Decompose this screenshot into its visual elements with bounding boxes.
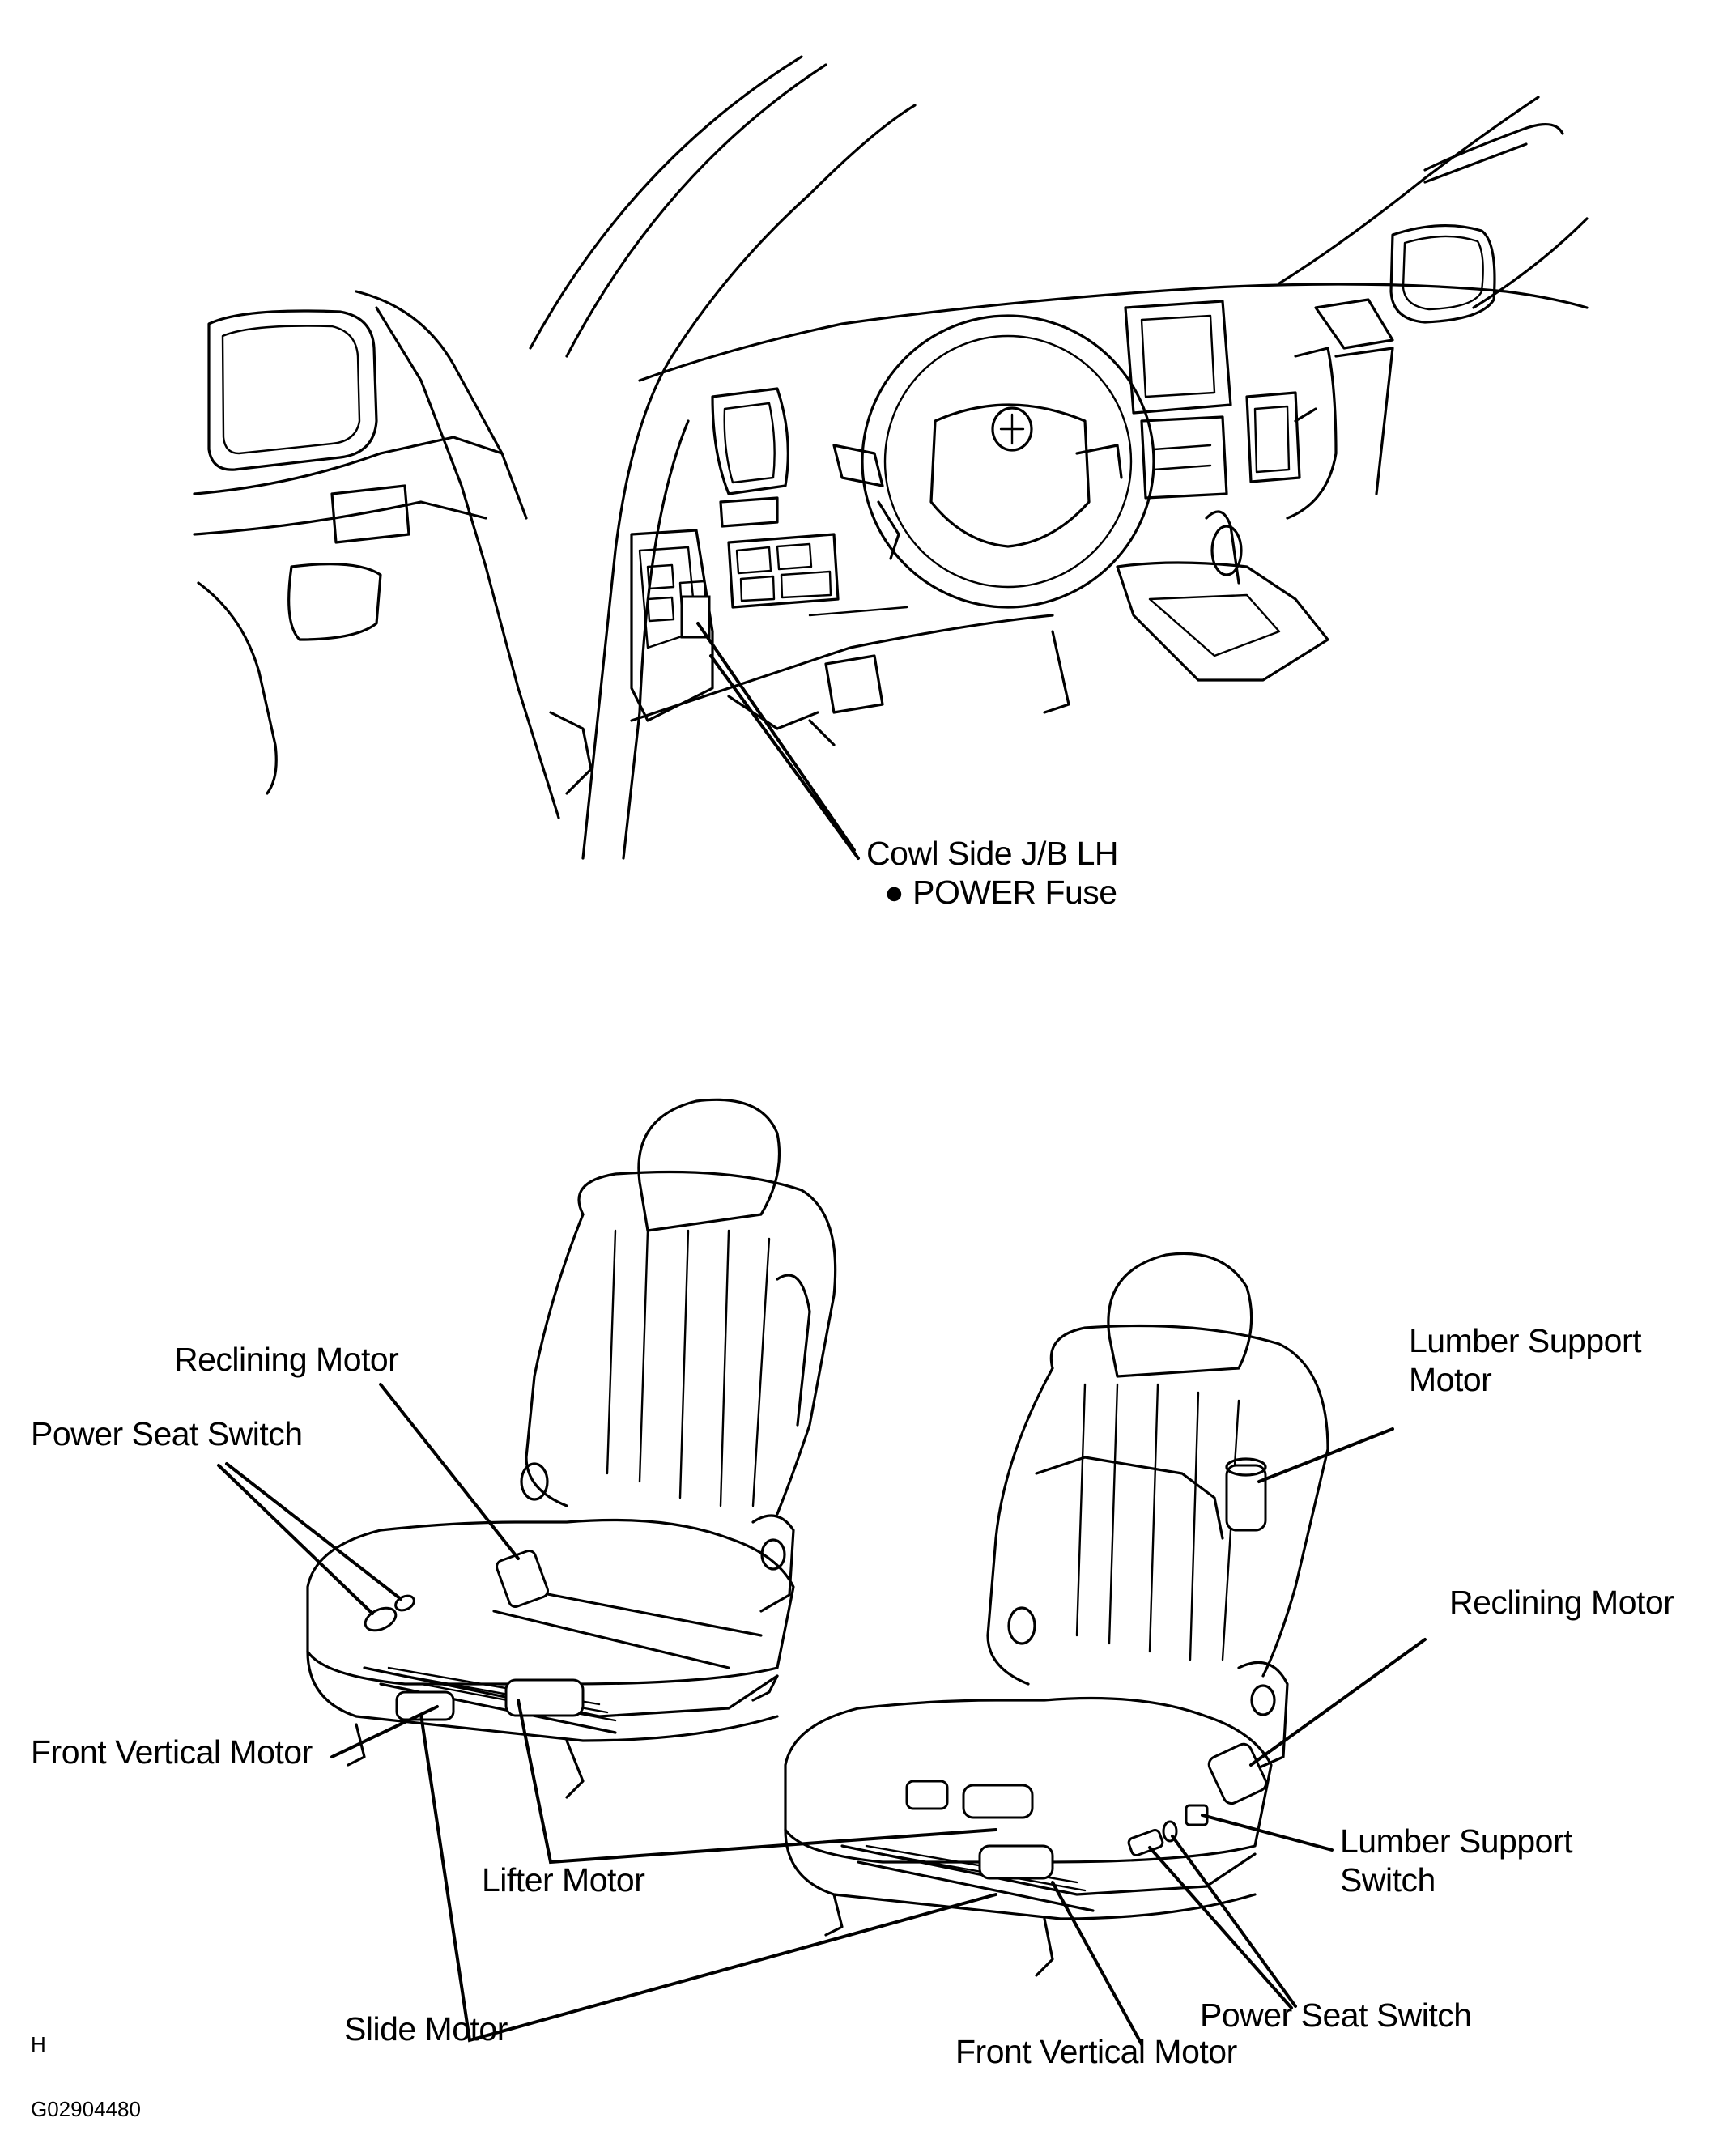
footer-letter: H [31, 2032, 46, 2056]
power-fuse-label: ● POWER Fuse [884, 874, 1117, 911]
lifter-motor-label: Lifter Motor [482, 1861, 645, 1899]
lumber-support-switch-label-line1: Lumber Support [1340, 1822, 1573, 1860]
lumber-support-motor-label-line1: Lumber Support [1409, 1322, 1642, 1359]
driver-power-seat-switch-label: Power Seat Switch [31, 1415, 303, 1452]
driver-front-vertical-motor-label: Front Vertical Motor [31, 1733, 313, 1771]
lumber-support-motor-label-line2: Motor [1409, 1361, 1492, 1398]
passenger-reclining-motor-label: Reclining Motor [1449, 1584, 1674, 1621]
passenger-front-vertical-motor-label: Front Vertical Motor [955, 2033, 1237, 2070]
driver-reclining-motor-label: Reclining Motor [174, 1341, 399, 1378]
cowl-side-jb-label: Cowl Side J/B LH [866, 835, 1119, 872]
lumber-support-switch-label-line2: Switch [1340, 1861, 1436, 1899]
passenger-power-seat-switch-label: Power Seat Switch [1200, 1997, 1472, 2034]
slide-motor-label: Slide Motor [344, 2010, 508, 2048]
driver-seat-drawing [306, 1098, 837, 1799]
figure-code: G02904480 [31, 2097, 141, 2121]
passenger-seat-drawing [784, 1252, 1329, 1977]
